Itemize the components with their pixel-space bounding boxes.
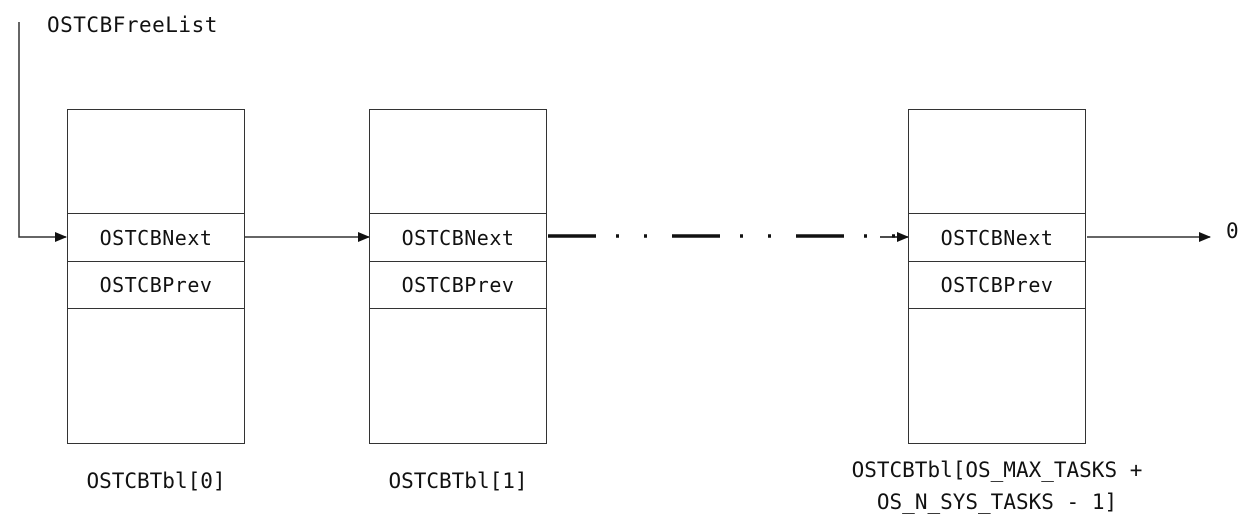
tcb-1-caption-line1: OSTCBTbl[1] — [388, 469, 528, 493]
tcb-block-1: OSTCBNext OSTCBPrev — [369, 109, 547, 444]
tcb-0-next-field: OSTCBNext — [68, 213, 244, 261]
tcb-last-next-field: OSTCBNext — [909, 213, 1085, 261]
tcb-0-caption-line1: OSTCBTbl[0] — [86, 469, 226, 493]
free-list-label: OSTCBFreeList — [47, 13, 218, 37]
tcb-last-prev-field: OSTCBPrev — [909, 261, 1085, 309]
null-terminator-label: 0 — [1226, 219, 1240, 243]
tcb-block-0: OSTCBNext OSTCBPrev — [67, 109, 245, 444]
tcb-1-caption: OSTCBTbl[1] — [369, 465, 547, 497]
tcb-0-caption: OSTCBTbl[0] — [67, 465, 245, 497]
tcb-1-next-field: OSTCBNext — [370, 213, 546, 261]
tcb-last-caption: OSTCBTbl[OS_MAX_TASKS + OS_N_SYS_TASKS -… — [847, 454, 1147, 518]
tcb-block-last: OSTCBNext OSTCBPrev — [908, 109, 1086, 444]
tcb-0-prev-field: OSTCBPrev — [68, 261, 244, 309]
tcb-last-caption-line2: OS_N_SYS_TASKS - 1] — [876, 490, 1118, 514]
free-list-arrow — [18, 22, 67, 242]
tcb-last-caption-line1: OSTCBTbl[OS_MAX_TASKS + — [851, 458, 1143, 482]
tcb-1-prev-field: OSTCBPrev — [370, 261, 546, 309]
